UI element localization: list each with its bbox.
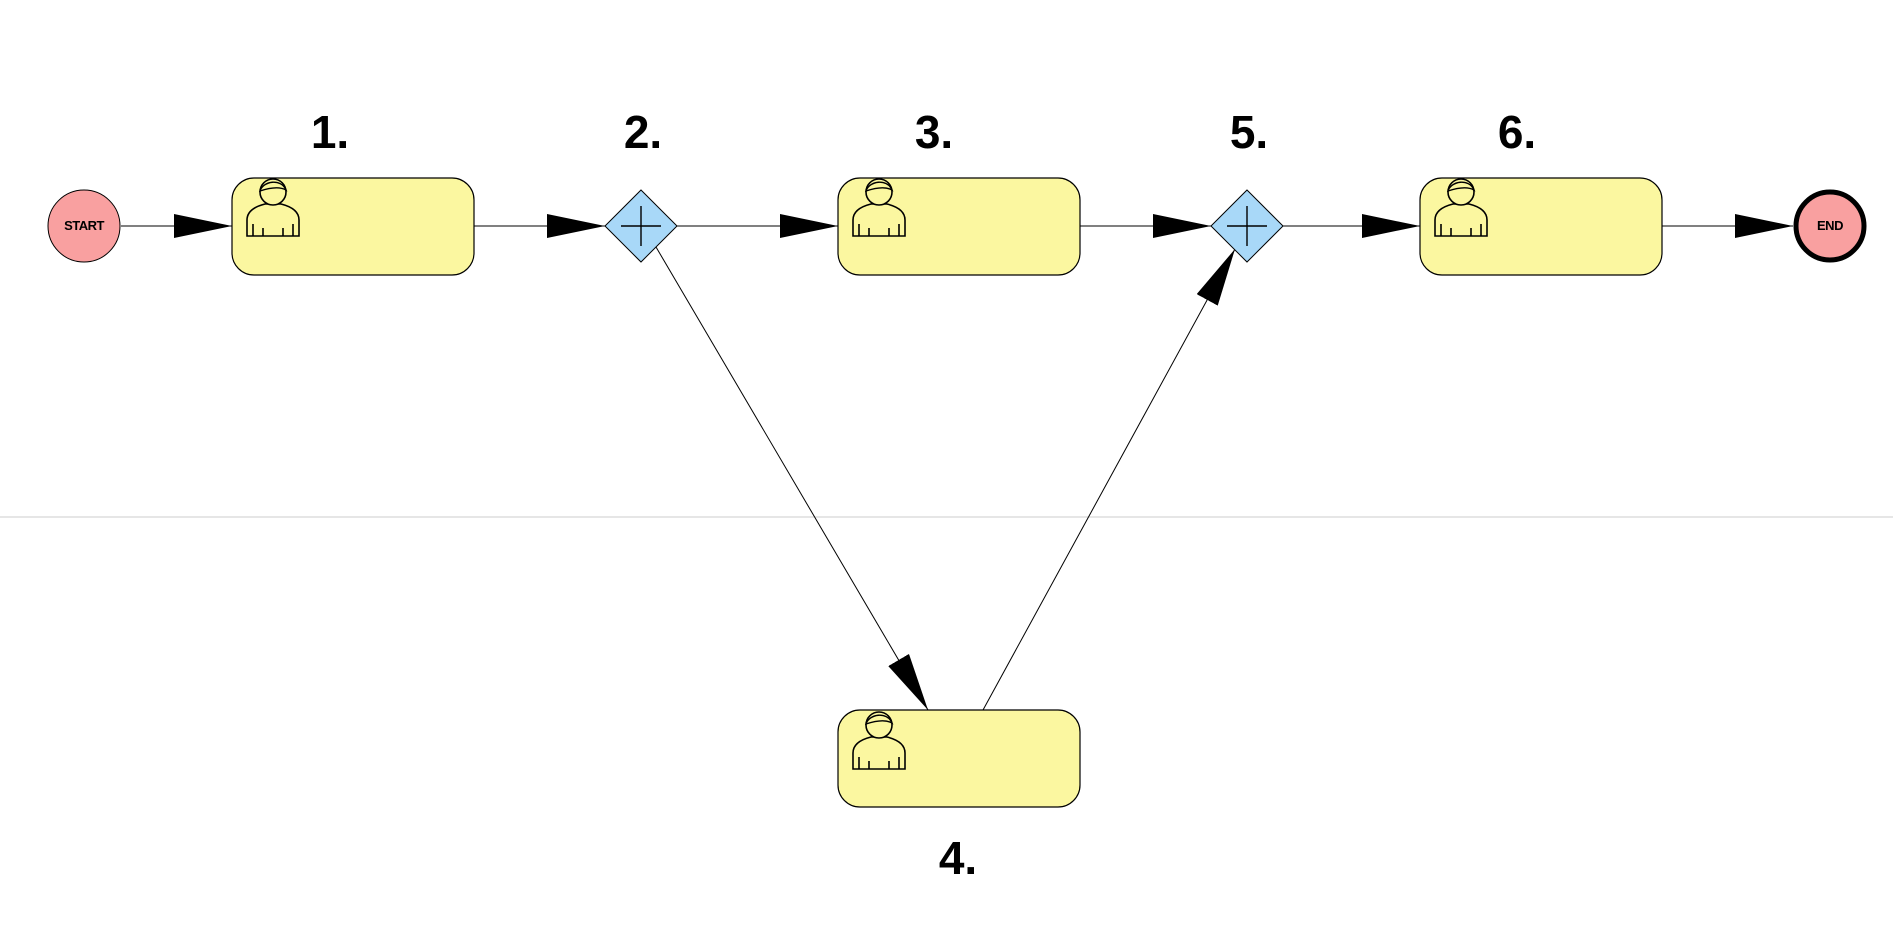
task-1-box: [231, 177, 475, 276]
end-event[interactable]: END: [1793, 189, 1867, 263]
step-number-3: 3.: [915, 106, 953, 158]
step-number-6: 6.: [1498, 106, 1536, 158]
parallel-gateway-2[interactable]: [1210, 189, 1284, 263]
parallel-gateway-1[interactable]: [604, 189, 678, 263]
step-number-1: 1.: [311, 106, 349, 158]
task-4[interactable]: [837, 709, 1081, 808]
end-event-circle: [1793, 189, 1867, 263]
step-number-5: 5.: [1230, 106, 1268, 158]
task-1[interactable]: [231, 177, 475, 276]
start-event-circle: [47, 189, 121, 263]
start-event-label: START: [64, 218, 104, 233]
plus-icon: [621, 206, 661, 246]
task-3-box: [837, 177, 1081, 276]
plus-icon: [1227, 206, 1267, 246]
end-event-label: END: [1817, 218, 1843, 233]
task-4-box: [837, 709, 1081, 808]
start-event[interactable]: START: [47, 189, 121, 263]
flow-task4-to-gateway2: [982, 248, 1236, 711]
step-number-4: 4.: [939, 832, 977, 884]
task-6[interactable]: [1419, 177, 1663, 276]
task-3[interactable]: [837, 177, 1081, 276]
step-number-2: 2.: [624, 106, 662, 158]
task-6-box: [1419, 177, 1663, 276]
flow-gateway1-to-task4: [655, 246, 929, 711]
